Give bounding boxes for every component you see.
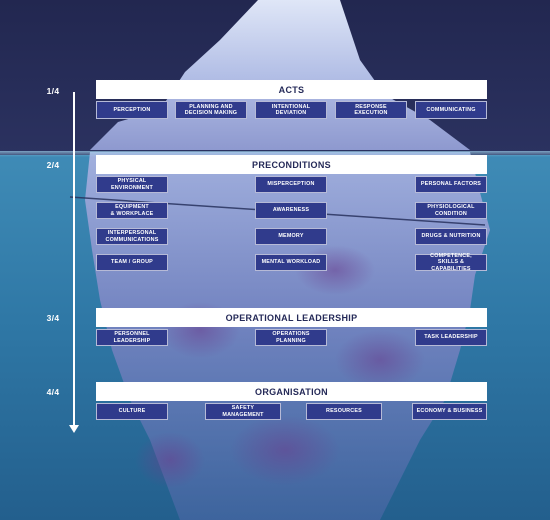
level-header-operational-leadership: OPERATIONAL LEADERSHIP [96,308,487,327]
precondition-box: PERSONAL FACTORS [415,176,487,193]
precondition-box: TEAM / GROUP [96,254,168,271]
water-surface [0,151,550,157]
progression-arrow-line [73,92,75,426]
organisation-box: ECONOMY & BUSINESS [412,403,487,420]
progression-arrow-head [69,425,79,433]
organisation-box: CULTURE [96,403,168,420]
acts-box: COMMUNICATING [415,101,487,119]
stage-label-4: 4/4 [46,387,60,397]
precondition-box: AWARENESS [255,202,327,219]
precondition-box: EQUIPMENT& WORKPLACE [96,202,168,219]
operational-leadership-box: TASK LEADERSHIP [415,329,487,346]
acts-box: RESPONSE EXECUTION [335,101,407,119]
level-header-organisation: ORGANISATION [96,382,487,401]
precondition-box: MEMORY [255,228,327,245]
acts-box: PERCEPTION [96,101,168,119]
organisation-box: RESOURCES [306,403,382,420]
level-header-acts: ACTS [96,80,487,99]
precondition-box: MISPERCEPTION [255,176,327,193]
stage-label-1: 1/4 [46,86,60,96]
stage-label-3: 3/4 [46,313,60,323]
level-header-preconditions: PRECONDITIONS [96,155,487,174]
precondition-box: COMPETENCE,SKILLS & CAPABILITIES [415,253,487,272]
precondition-box: DRUGS & NUTRITION [415,228,487,245]
precondition-box: MENTAL WORKLOAD [255,254,327,271]
stage-label-2: 2/4 [46,160,60,170]
iceberg-tip [90,0,470,150]
